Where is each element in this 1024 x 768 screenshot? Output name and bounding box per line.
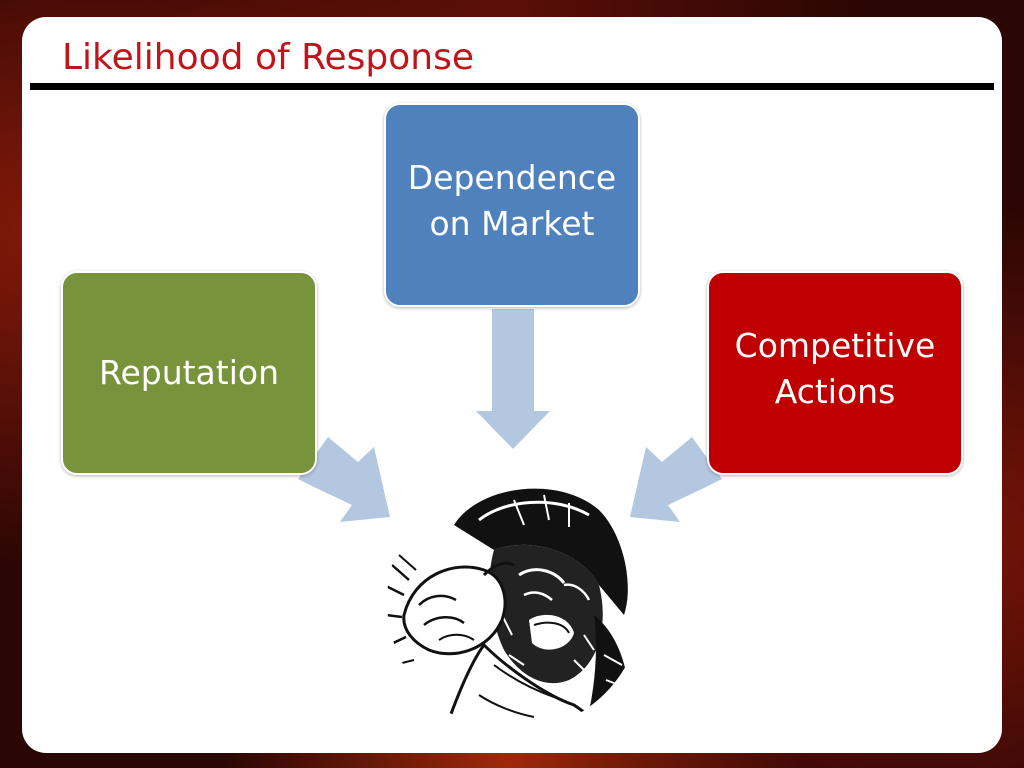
box-competitive-actions-label: Competitive Actions: [734, 326, 936, 411]
box-dependence-on-market: Dependence on Market: [384, 103, 640, 307]
box-reputation: Reputation: [61, 271, 317, 475]
box-competitive-actions: Competitive Actions: [707, 271, 963, 475]
slide: Likelihood of Response Dependence on Mar…: [22, 17, 1002, 753]
arrows-layer: [298, 309, 722, 522]
angry-soldier-illustration-icon: [387, 471, 643, 731]
slide-title: Likelihood of Response: [62, 37, 474, 78]
title-underline: [30, 83, 994, 90]
arrow-down: [476, 309, 550, 449]
box-reputation-label: Reputation: [99, 353, 279, 392]
arrow-down-right: [298, 437, 390, 522]
box-dependence-on-market-label: Dependence on Market: [407, 158, 617, 243]
arrow-down-left: [630, 437, 722, 522]
